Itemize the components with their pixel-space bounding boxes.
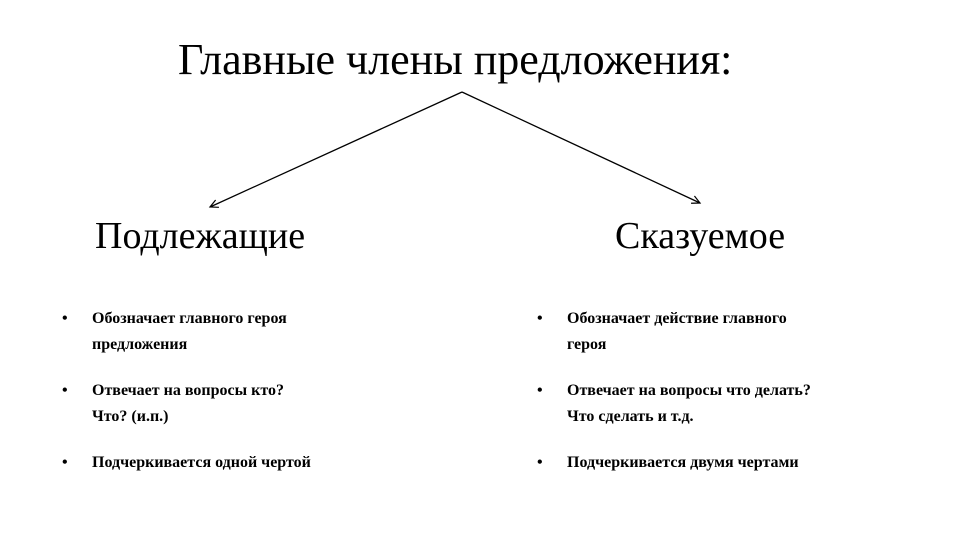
bullet-text: Подчеркивается одной чертой bbox=[92, 454, 311, 471]
list-item: • Обозначает действие главного героя bbox=[533, 306, 863, 358]
bullet-icon: • bbox=[537, 382, 543, 399]
subject-bullet-list: • Обозначает главного героя предложения … bbox=[58, 306, 358, 476]
heading-subject: Подлежащие bbox=[95, 215, 306, 257]
bullet-icon: • bbox=[537, 310, 543, 327]
bullet-text: Отвечает на вопросы что делать? Что сдел… bbox=[567, 382, 811, 425]
bullet-icon: • bbox=[62, 382, 68, 399]
heading-predicate: Сказуемое bbox=[615, 215, 786, 257]
arrow-left-icon bbox=[208, 91, 463, 208]
list-item: • Отвечает на вопросы что делать? Что сд… bbox=[533, 378, 863, 430]
bullet-text: Обозначает главного героя предложения bbox=[92, 310, 287, 353]
predicate-bullet-list: • Обозначает действие главного героя • О… bbox=[533, 306, 863, 476]
bullet-icon: • bbox=[62, 454, 68, 471]
bullet-text: Отвечает на вопросы кто? Что? (и.п.) bbox=[92, 382, 284, 425]
bullet-icon: • bbox=[62, 310, 68, 327]
bullet-text: Обозначает действие главного героя bbox=[567, 310, 787, 353]
list-item: • Подчеркивается двумя чертами bbox=[533, 450, 863, 476]
bullet-icon: • bbox=[537, 454, 543, 471]
list-item: • Подчеркивается одной чертой bbox=[58, 450, 358, 476]
list-item: • Обозначает главного героя предложения bbox=[58, 306, 358, 358]
slide-title: Главные члены предложения: bbox=[178, 35, 733, 84]
list-item: • Отвечает на вопросы кто? Что? (и.п.) bbox=[58, 378, 358, 430]
arrow-right-icon bbox=[461, 91, 702, 204]
bullet-text: Подчеркивается двумя чертами bbox=[567, 454, 799, 471]
